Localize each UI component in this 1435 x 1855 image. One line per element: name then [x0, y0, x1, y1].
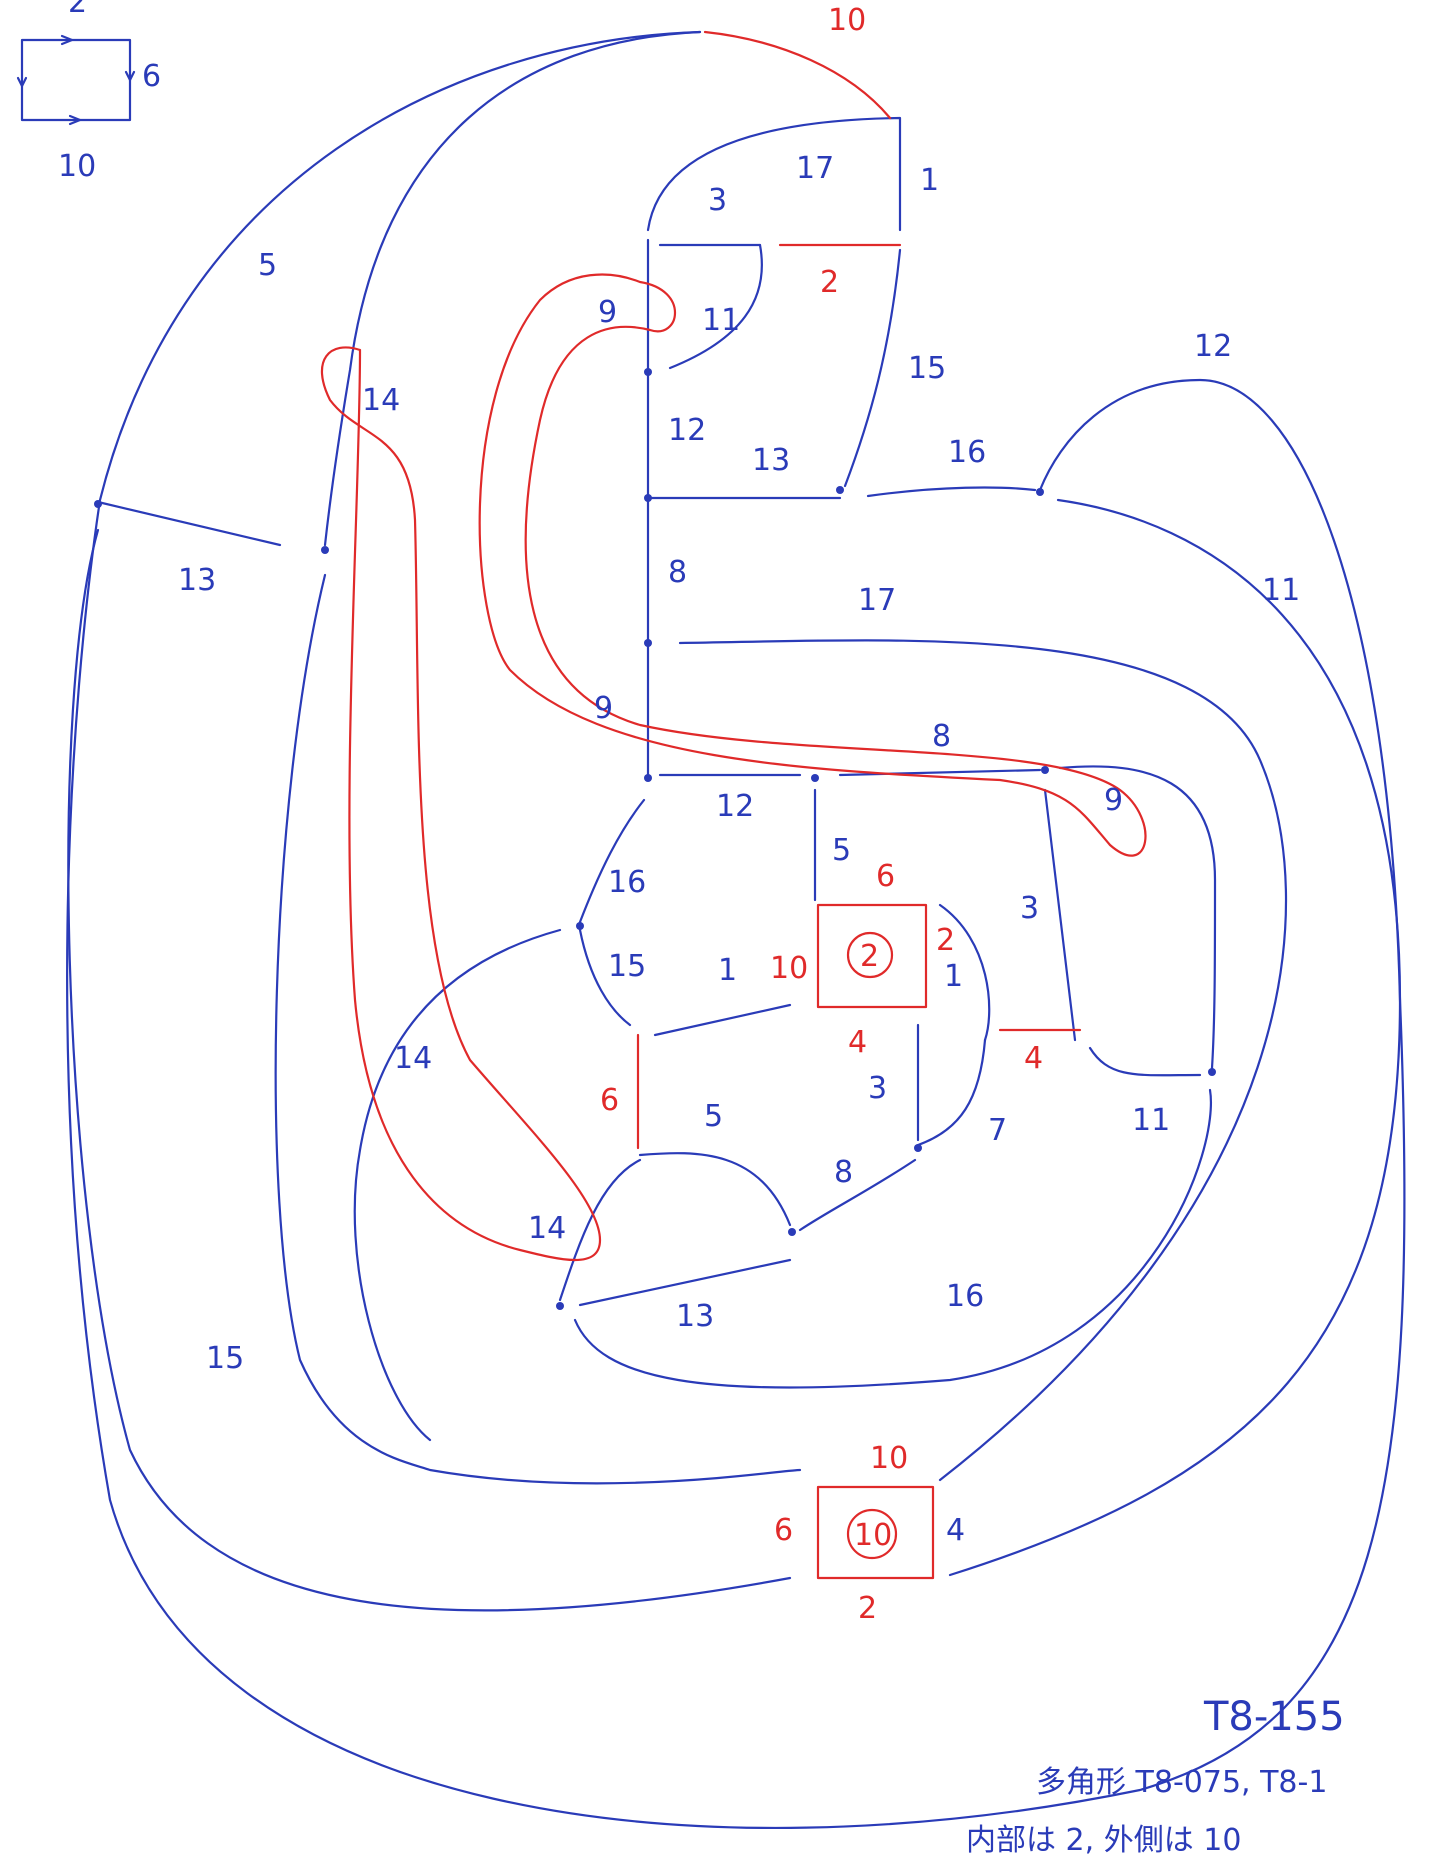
- edge-label: 6: [774, 1513, 793, 1548]
- node: [94, 500, 102, 508]
- edge-label: 2: [820, 265, 839, 300]
- node: [644, 639, 652, 647]
- edge-label: 6: [600, 1083, 619, 1118]
- edge-label: 13: [178, 563, 216, 598]
- edge-label: 14: [362, 383, 400, 418]
- edge-label: 15: [206, 1341, 244, 1376]
- edge-label: 12: [716, 789, 754, 824]
- node: [644, 368, 652, 376]
- red-edges: [320, 30, 1147, 1580]
- edge-label: 14: [528, 1211, 566, 1246]
- edge-label: 3: [868, 1071, 887, 1106]
- edge-label: 17: [796, 151, 834, 186]
- node: [1041, 766, 1049, 774]
- edge-label: 13: [752, 443, 790, 478]
- edge-label: 5: [832, 833, 851, 868]
- edge-label: 9: [598, 295, 617, 330]
- blue-edges: [66, 30, 1406, 1830]
- edge-label: 12: [668, 413, 706, 448]
- node: [556, 1302, 564, 1310]
- edge-label: 12: [1194, 329, 1232, 364]
- node: [644, 774, 652, 782]
- node: [1208, 1068, 1216, 1076]
- node: [576, 922, 584, 930]
- edge-label: 14: [394, 1041, 432, 1076]
- edge-label: 10: [870, 1441, 908, 1476]
- legend-bottom-label: 10: [58, 149, 96, 184]
- edge-label: 5: [704, 1099, 723, 1134]
- face-label-inner-text: 2: [860, 939, 879, 974]
- edge-label: 10: [770, 951, 808, 986]
- edge-label: 15: [608, 949, 646, 984]
- edge-label: 10: [828, 3, 866, 38]
- edge-label: 1: [920, 163, 939, 198]
- edge-label: 8: [932, 719, 951, 754]
- node: [321, 546, 329, 554]
- edge-label: 1: [718, 953, 737, 988]
- note-line-1: 多角形 T8-075, T8-1: [1036, 1765, 1327, 1800]
- diagram-title: T8-155: [1203, 1694, 1345, 1740]
- legend-right-label: 6: [142, 59, 161, 94]
- edge-label: 11: [1132, 1103, 1170, 1138]
- note-line-2: 内部は 2, 外側は 10: [966, 1823, 1241, 1855]
- face-label-outer: 10: [846, 1508, 898, 1560]
- nodes: [94, 368, 1216, 1310]
- node: [644, 494, 652, 502]
- edge-label: 9: [594, 691, 613, 726]
- edge-label: 16: [946, 1279, 984, 1314]
- edge-label: 16: [948, 435, 986, 470]
- face-label-outer-text: 10: [854, 1518, 892, 1553]
- face-label-inner: 2: [846, 931, 894, 979]
- edge-label: 3: [708, 183, 727, 218]
- node: [1036, 488, 1044, 496]
- edge-label: 3: [1020, 891, 1039, 926]
- edge-label: 11: [1262, 573, 1300, 608]
- edge-label: 4: [946, 1513, 965, 1548]
- edge-label: 2: [936, 923, 955, 958]
- edge-label: 4: [1024, 1041, 1043, 1076]
- legend-square: 2 6 10: [16, 0, 161, 184]
- edge-label: 11: [702, 303, 740, 338]
- node: [836, 486, 844, 494]
- edge-label: 4: [848, 1025, 867, 1060]
- edge-label: 15: [908, 351, 946, 386]
- edge-label: 1: [944, 959, 963, 994]
- node: [811, 774, 819, 782]
- edge-label: 8: [834, 1155, 853, 1190]
- edge-label: 16: [608, 865, 646, 900]
- edge-label: 7: [988, 1113, 1007, 1148]
- node: [914, 1144, 922, 1152]
- legend-top-label: 2: [68, 0, 87, 20]
- edge-label: 6: [876, 859, 895, 894]
- edge-labels: 10 5 17 1 3 2 9 11 15 14 12 12 13 16 13 …: [178, 3, 1300, 1626]
- edge-label: 5: [258, 248, 277, 283]
- edge-label: 8: [668, 555, 687, 590]
- edge-label: 13: [676, 1299, 714, 1334]
- node: [788, 1228, 796, 1236]
- edge-label: 17: [858, 583, 896, 618]
- edge-label: 9: [1104, 783, 1123, 818]
- edge-label: 2: [858, 1591, 877, 1626]
